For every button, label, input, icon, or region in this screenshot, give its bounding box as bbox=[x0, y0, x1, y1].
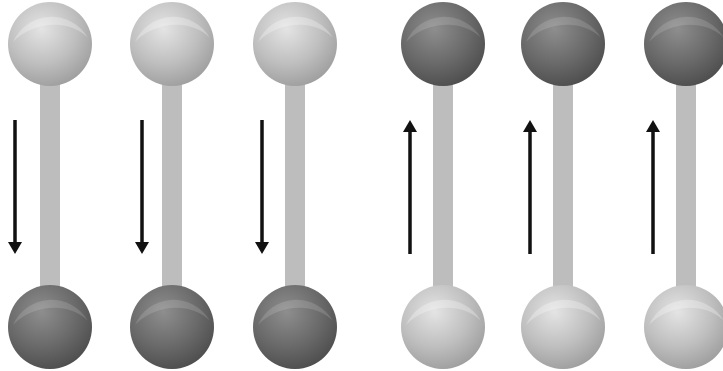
dumbbell-rod bbox=[162, 44, 182, 327]
top-ball-dark-body bbox=[521, 2, 605, 86]
arrow-down-icon-head bbox=[8, 242, 22, 254]
arrow-up-icon bbox=[646, 120, 660, 254]
arrow-up-icon-head bbox=[646, 120, 660, 132]
top-ball-light bbox=[8, 2, 92, 86]
arrow-up-icon bbox=[523, 120, 537, 254]
top-ball-light bbox=[253, 2, 337, 86]
bottom-ball-light bbox=[644, 285, 723, 369]
arrow-down-icon bbox=[8, 120, 22, 254]
bottom-ball-light bbox=[401, 285, 485, 369]
arrow-up-icon bbox=[403, 120, 417, 254]
arrow-down-icon bbox=[135, 120, 149, 254]
dumbbell-rod bbox=[285, 44, 305, 327]
arrow-down-icon-head bbox=[135, 242, 149, 254]
arrow-up-icon-head bbox=[523, 120, 537, 132]
bottom-ball-light bbox=[521, 285, 605, 369]
bottom-ball-dark-body bbox=[253, 285, 337, 369]
dumbbells-group bbox=[8, 2, 723, 369]
top-ball-dark bbox=[521, 2, 605, 86]
top-ball-dark bbox=[401, 2, 485, 86]
top-ball-dark-body bbox=[644, 2, 723, 86]
top-ball-light-body bbox=[130, 2, 214, 86]
bottom-ball-light-body bbox=[401, 285, 485, 369]
top-ball-light bbox=[130, 2, 214, 86]
top-ball-light-body bbox=[253, 2, 337, 86]
bottom-ball-dark bbox=[130, 285, 214, 369]
arrow-down-icon bbox=[255, 120, 269, 254]
dumbbell-rod bbox=[433, 44, 453, 327]
bottom-ball-dark bbox=[8, 285, 92, 369]
dumbbell-rod bbox=[553, 44, 573, 327]
top-ball-light-body bbox=[8, 2, 92, 86]
dumbbell-1 bbox=[8, 2, 92, 369]
arrow-down-icon-head bbox=[255, 242, 269, 254]
arrow-up-icon-head bbox=[403, 120, 417, 132]
bottom-ball-dark-body bbox=[130, 285, 214, 369]
dumbbell-4 bbox=[401, 2, 485, 369]
top-ball-dark bbox=[644, 2, 723, 86]
dumbbell-6 bbox=[644, 2, 723, 369]
bottom-ball-dark bbox=[253, 285, 337, 369]
bottom-ball-dark-body bbox=[8, 285, 92, 369]
bottom-ball-light-body bbox=[521, 285, 605, 369]
dumbbell-5 bbox=[521, 2, 605, 369]
top-ball-dark-body bbox=[401, 2, 485, 86]
dumbbell-2 bbox=[130, 2, 214, 369]
dumbbell-rod bbox=[40, 44, 60, 327]
dumbbell-3 bbox=[253, 2, 337, 369]
dumbbell-rod bbox=[676, 44, 696, 327]
bottom-ball-light-body bbox=[644, 285, 723, 369]
